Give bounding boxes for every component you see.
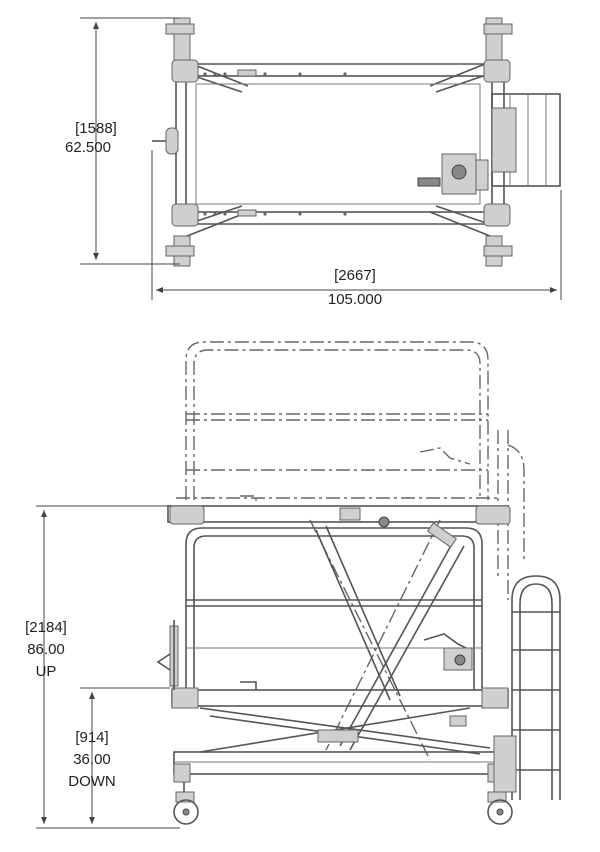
stair-top bbox=[491, 93, 561, 187]
dimension-up-label: UP bbox=[36, 663, 57, 680]
top-view bbox=[152, 17, 561, 267]
side-view bbox=[156, 341, 561, 825]
outrigger-legs bbox=[165, 17, 513, 267]
dimension-up-mm: [2184] bbox=[25, 619, 67, 636]
dimension-width-top: [2667] 105.000 bbox=[151, 150, 562, 308]
dimension-height-top: [1588] 62.500 bbox=[65, 17, 180, 265]
dimension-up: [2184] 86.00 UP bbox=[25, 505, 180, 829]
dimension-up-in: 86.00 bbox=[27, 641, 65, 658]
dimension-height-in: 62.500 bbox=[65, 139, 111, 156]
caster-left bbox=[173, 782, 199, 825]
dimension-width-in: 105.000 bbox=[328, 291, 382, 308]
dimension-down: [914] 36.00 DOWN bbox=[68, 687, 170, 824]
dimension-down-label: DOWN bbox=[68, 773, 116, 790]
stair-ladder-side bbox=[493, 575, 561, 800]
handle-left-top bbox=[152, 127, 179, 155]
control-box-top bbox=[417, 153, 489, 195]
guardrail-raised-phantom bbox=[176, 341, 525, 761]
platform-lowered bbox=[156, 505, 511, 783]
dimension-down-mm: [914] bbox=[75, 729, 108, 746]
dimension-height-mm: [1588] bbox=[75, 120, 117, 137]
dimension-width-mm: [2667] bbox=[334, 267, 376, 284]
dimension-down-in: 36.00 bbox=[73, 751, 111, 768]
